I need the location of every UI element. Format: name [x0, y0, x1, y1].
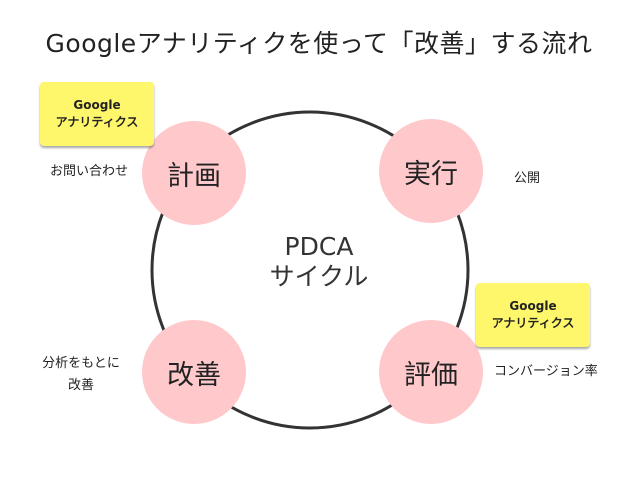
callout-check-line2: アナリティクス [491, 316, 575, 330]
cycle-ring [150, 110, 470, 430]
callout-plan-line1: Google [73, 98, 121, 112]
node-do: 実行 [379, 119, 483, 223]
callout-check-line1: Google [509, 299, 557, 313]
node-plan: 計画 [142, 121, 246, 225]
callout-plan: Google アナリティクス [40, 82, 154, 146]
callout-check: Google アナリティクス [476, 283, 590, 347]
center-label-line1: PDCA [284, 232, 354, 261]
note-check: コンバージョン率 [494, 364, 598, 379]
callout-plan-line2: アナリティクス [55, 115, 139, 129]
node-check: 評価 [379, 320, 483, 424]
note-do: 公開 [514, 171, 541, 186]
node-act: 改善 [142, 320, 246, 424]
note-act-line2: 改善 [67, 378, 94, 393]
note-plan: お問い合わせ [50, 164, 129, 179]
note-act: 分析をもとに 改善 [32, 353, 130, 397]
note-act-line1: 分析をもとに [42, 356, 120, 371]
cycle-center-label: PDCA サイクル [219, 232, 419, 292]
slide-title: Googleアナリティクを使って「改善」する流れ [45, 29, 593, 58]
center-label-line2: サイクル [269, 262, 369, 291]
